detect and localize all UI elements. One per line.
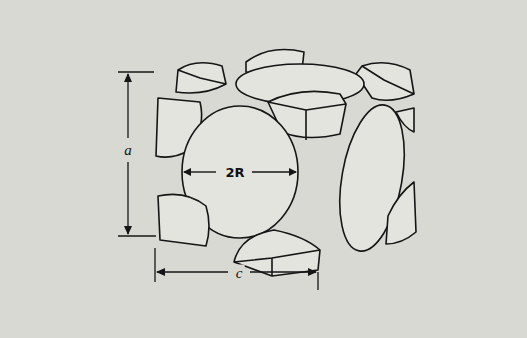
extension-line xyxy=(317,272,318,290)
dimension-label: c xyxy=(234,265,245,282)
extension-line xyxy=(118,71,154,72)
dimension-line xyxy=(127,162,128,234)
dimension-line xyxy=(157,271,228,272)
corner-atom-edge xyxy=(178,70,226,84)
extension-line xyxy=(118,235,156,236)
arrow-head xyxy=(124,226,132,235)
dimension-a xyxy=(118,72,156,236)
corner-atom xyxy=(396,108,414,132)
radius-label: 2R xyxy=(223,165,246,180)
arrow-head xyxy=(289,168,297,176)
corner-atom xyxy=(356,63,414,100)
corner-atom xyxy=(234,230,320,276)
extension-line xyxy=(154,248,155,282)
corner-atom xyxy=(176,63,226,93)
corner-atom-edge xyxy=(362,66,414,94)
corner-atom xyxy=(386,182,416,244)
corner-atom-edge xyxy=(234,250,320,276)
arrow-head xyxy=(183,168,191,176)
arrow-head xyxy=(308,268,317,276)
atom-pieces xyxy=(156,50,416,276)
dimension-line xyxy=(127,74,128,138)
corner-atom xyxy=(158,194,209,246)
arrow-head xyxy=(156,268,165,276)
dimension-label: a xyxy=(122,142,134,159)
arrow-head xyxy=(124,73,132,82)
dimension-c xyxy=(155,248,318,290)
dimension-line xyxy=(250,271,316,272)
